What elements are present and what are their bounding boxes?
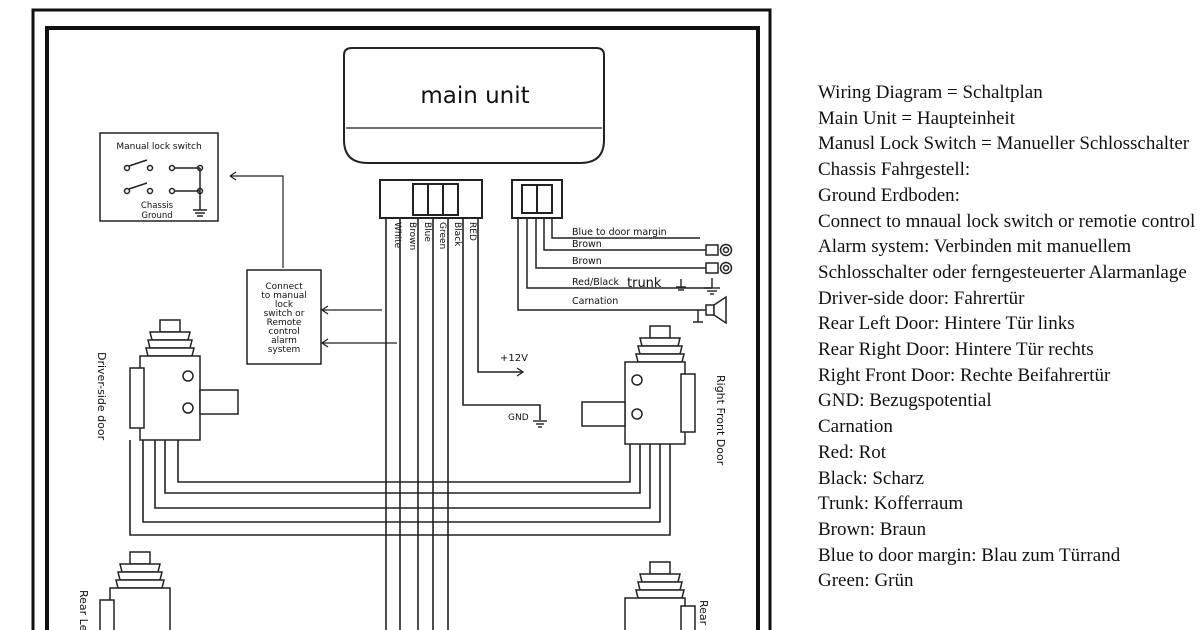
legend-item: Driver-side door: Fahrertür — [818, 287, 1025, 309]
svg-text:system: system — [268, 345, 301, 355]
legend-item: Connect to mnaual lock switch or remotie… — [818, 210, 1196, 232]
svg-text:Blue: Blue — [422, 222, 432, 242]
speaker-icon — [693, 295, 727, 325]
legend-item: Brown: Braun — [818, 518, 927, 540]
svg-text:lock: lock — [275, 300, 294, 310]
rear-left-door-actuator — [99, 551, 171, 630]
legend-item: Carnation — [818, 416, 893, 438]
translation-legend: Wiring Diagram = Schaltplan Main Unit = … — [818, 80, 1198, 594]
trunk-wires — [385, 218, 541, 630]
legend-item: Green: Grün — [818, 570, 914, 592]
connect-arrows — [320, 305, 397, 348]
arrow-to-switch — [230, 175, 284, 268]
switch-symbols — [123, 159, 207, 217]
rear-left-door-label: Rear Le — [77, 590, 90, 630]
right-connector-wires — [517, 218, 712, 311]
svg-text:Green: Green — [437, 222, 447, 249]
ground-icon — [676, 278, 720, 295]
svg-text:Connect: Connect — [265, 282, 303, 292]
legend-item: Chassis Fahrgestell: — [818, 159, 971, 181]
svg-text:alarm: alarm — [271, 336, 297, 346]
wire-brown-1: Brown — [572, 239, 602, 250]
legend-item: Right Front Door: Rechte Beifahrertür — [818, 364, 1111, 386]
rear-right-door-label: Rear — [697, 600, 710, 626]
legend-item: Manusl Lock Switch = Manueller Schlossch… — [818, 133, 1190, 155]
legend-item: Rear Right Door: Hintere Tür rechts — [818, 339, 1094, 361]
wire-blue-to-door-margin: Blue to door margin — [572, 227, 667, 238]
rear-right-door-actuator — [624, 561, 696, 630]
right-front-door-label: Right Front Door — [714, 375, 727, 466]
wiring-diagram: main unit Manual lock switch Chassis Gro… — [31, 8, 772, 630]
wire-brown-2: Brown — [572, 256, 602, 267]
driver-side-door-actuator — [129, 319, 239, 441]
svg-text:to manual: to manual — [261, 291, 307, 301]
legend-item: Ground Erdboden: — [818, 184, 960, 206]
manual-lock-switch: Manual lock switch Chassis Ground — [99, 132, 219, 222]
legend-item: Black: Scharz — [818, 467, 925, 489]
legend-item: Blue to door margin: Blau zum Türrand — [818, 544, 1121, 566]
trunk-label: trunk — [627, 276, 662, 291]
wire-carnation: Carnation — [572, 296, 618, 307]
legend-item: Main Unit = Haupteinheit — [818, 107, 1015, 129]
legend-item: Red: Rot — [818, 441, 887, 463]
page-border-outer — [31, 8, 772, 630]
chassis-label: Chassis — [141, 201, 174, 211]
svg-text:Remote: Remote — [267, 318, 302, 328]
connect-box: Connect to manual lock switch or Remote … — [246, 269, 322, 365]
legend-item: Schlosschalter oder ferngesteuerter Alar… — [818, 261, 1187, 283]
manual-lock-switch-label: Manual lock switch — [116, 142, 201, 152]
wire-red-black: Red/Black — [572, 277, 619, 288]
ground-label: Ground — [141, 211, 172, 221]
bus-wires — [129, 440, 671, 536]
main-unit: main unit — [343, 47, 605, 164]
gnd-ground-icon — [533, 420, 547, 428]
right-connector — [511, 179, 563, 219]
legend-item: Rear Left Door: Hintere Tür links — [818, 313, 1075, 335]
svg-text:control: control — [268, 327, 299, 337]
legend-item: GND: Bezugspotential — [818, 390, 992, 412]
legend-item: Trunk: Kofferraum — [818, 493, 964, 515]
page-border-inner — [45, 26, 760, 630]
legend-item: Alarm system: Verbinden mit manuellem — [818, 236, 1132, 258]
legend-item: Wiring Diagram = Schaltplan — [818, 82, 1043, 103]
gnd-label: GND — [508, 413, 529, 423]
svg-text:RED: RED — [467, 222, 477, 241]
svg-text:switch or: switch or — [264, 309, 305, 319]
svg-text:White: White — [392, 222, 402, 249]
left-connector-wire-labels: White Brown Blue Green Black RED — [392, 222, 477, 250]
svg-text:Black: Black — [452, 222, 462, 247]
lamp-icon — [705, 243, 733, 275]
driver-side-door-label: Driver-side door — [95, 352, 108, 441]
svg-text:Brown: Brown — [407, 222, 417, 250]
right-front-door-actuator — [581, 325, 696, 445]
plus-12v-label: +12V — [500, 353, 528, 364]
main-unit-label: main unit — [420, 83, 529, 109]
left-connector — [379, 179, 483, 219]
